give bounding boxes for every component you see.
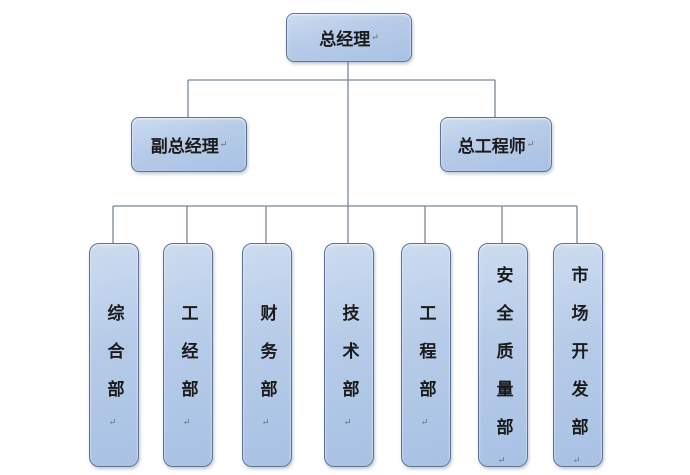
node-dept-finance: 财务部↵ [242, 243, 292, 467]
node-label: 工程部 [416, 303, 436, 418]
paragraph-mark: ↵ [371, 32, 379, 42]
node-dept-general-affairs: 综合部↵ [89, 243, 139, 467]
node-deputy-general-manager: 副总经理↵ [131, 117, 247, 172]
node-chief-engineer: 总工程师↵ [440, 117, 552, 172]
node-label: 市场开发部 [568, 265, 588, 456]
node-label: 综合部 [104, 303, 124, 418]
connector-path [112, 60, 578, 243]
paragraph-mark: ↵ [343, 417, 354, 428]
node-label: 副总经理 [150, 137, 219, 156]
node-label: 技术部 [339, 303, 359, 418]
node-label: 总经理 [319, 30, 371, 49]
node-dept-engineering-economics: 工经部↵ [163, 243, 213, 467]
node-label: 财务部 [257, 303, 277, 418]
paragraph-mark: ↵ [108, 417, 119, 428]
node-label: 安全质量部 [493, 265, 513, 456]
paragraph-mark: ↵ [497, 455, 508, 466]
node-dept-engineering: 工程部↵ [401, 243, 451, 467]
node-general-manager: 总经理↵ [286, 13, 412, 62]
node-label: 工经部 [178, 303, 198, 418]
paragraph-mark: ↵ [572, 455, 583, 466]
node-label: 总工程师 [457, 137, 526, 156]
paragraph-mark: ↵ [219, 139, 228, 149]
node-dept-safety-quality: 安全质量部↵ [478, 243, 528, 467]
node-dept-technology: 技术部↵ [324, 243, 374, 467]
paragraph-mark: ↵ [420, 417, 431, 428]
node-dept-market-development: 市场开发部↵ [553, 243, 603, 467]
paragraph-mark: ↵ [182, 417, 193, 428]
paragraph-mark: ↵ [261, 417, 272, 428]
paragraph-mark: ↵ [526, 139, 535, 149]
